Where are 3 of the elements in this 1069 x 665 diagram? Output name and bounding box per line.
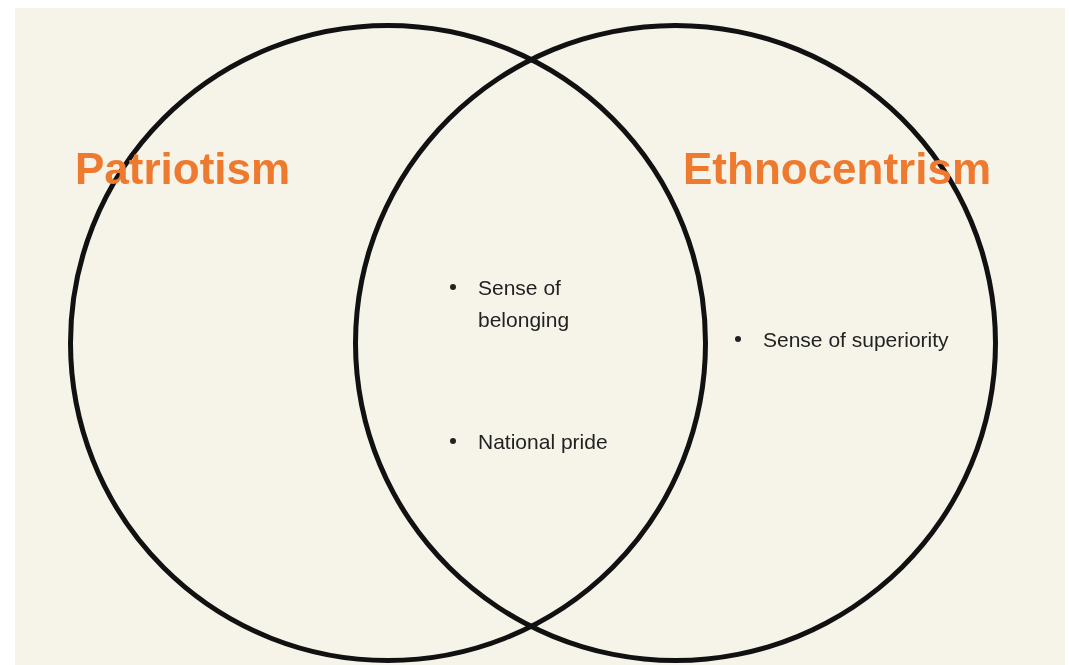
bullet-text: Sense of superiority [763,327,950,353]
bullet-text: National pride [478,429,609,455]
bullet-text: Sense of belonging [478,275,571,333]
